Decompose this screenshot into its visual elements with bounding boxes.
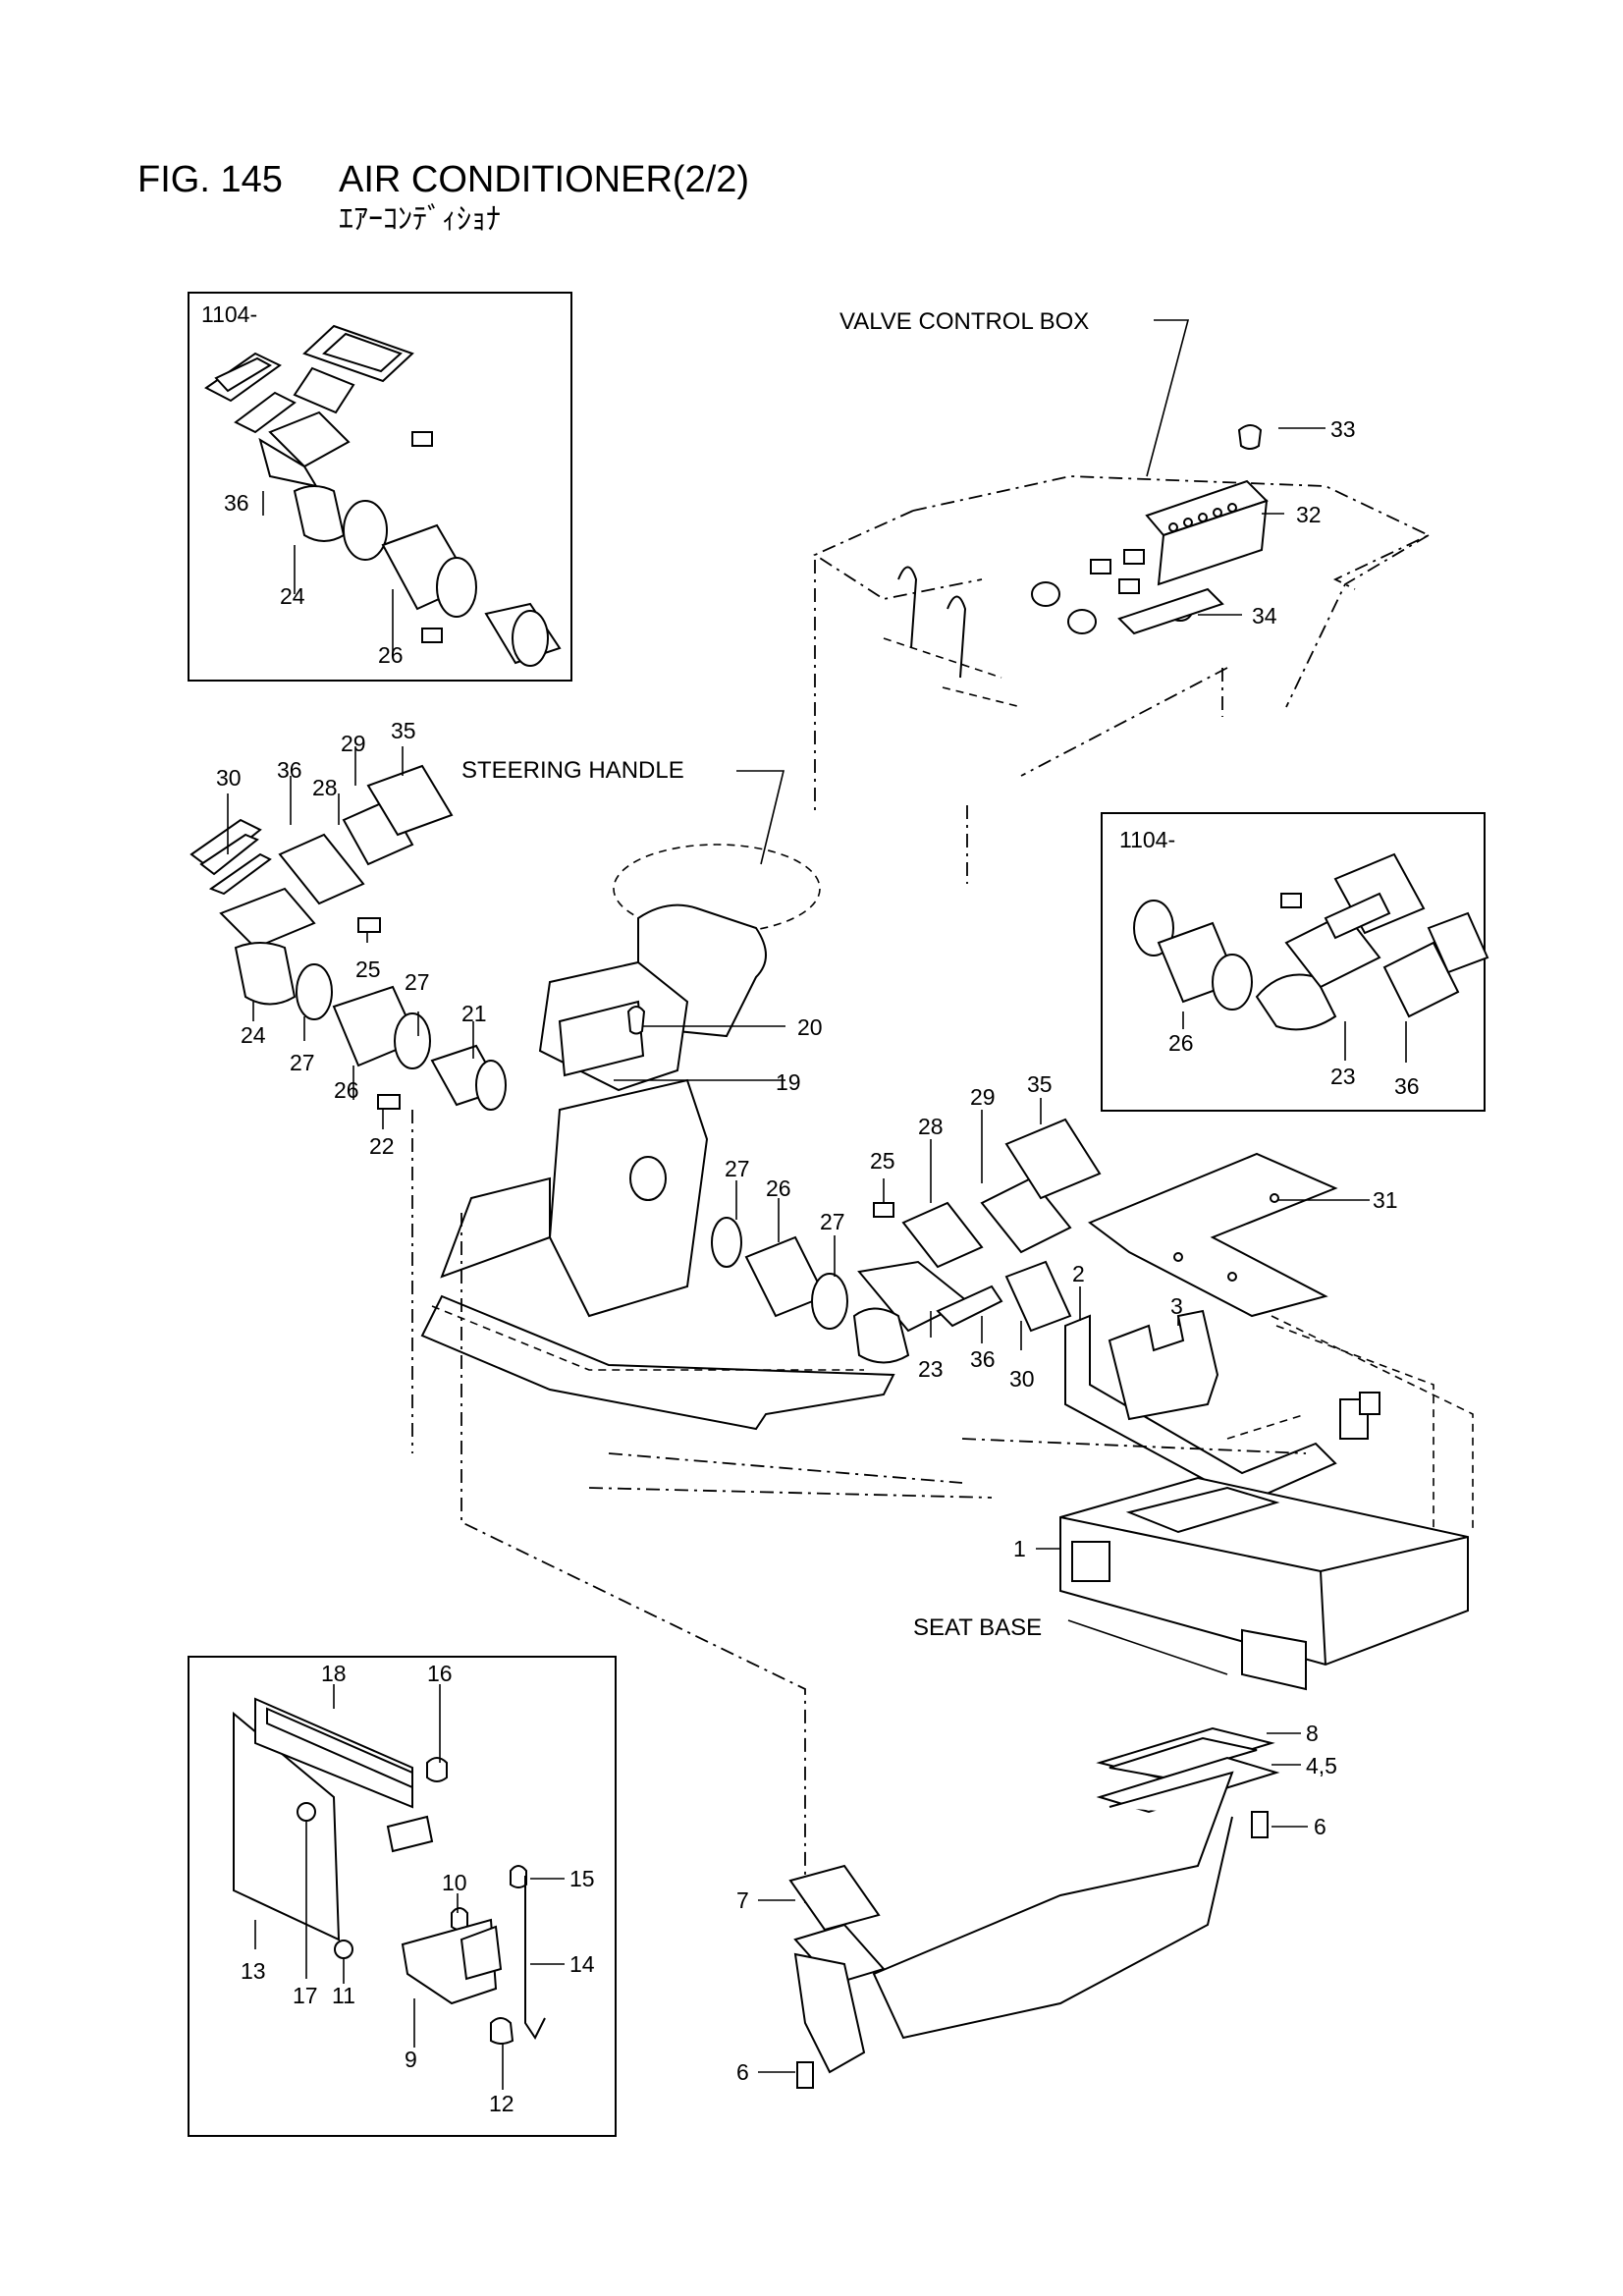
valve-control-box-assembly: VALVE CONTROL BOX 33 32 34 [813, 308, 1432, 884]
callout-25: 25 [355, 957, 381, 982]
inset-callout-9: 9 [405, 2047, 417, 2072]
callout-32: 32 [1296, 502, 1322, 527]
inset-serial-label: 1104- [1119, 827, 1175, 852]
callout-35: 35 [391, 718, 416, 743]
callout-34: 34 [1252, 603, 1277, 629]
callout-36: 36 [277, 757, 302, 783]
inset-callout-14: 14 [569, 1951, 595, 1977]
inset-box-middle-right: 1104- 26 23 36 [1101, 812, 1489, 1112]
callout-24: 24 [241, 1022, 266, 1048]
callout-22: 22 [369, 1133, 395, 1159]
callout-31: 31 [1373, 1187, 1398, 1213]
inset-callout-36: 36 [224, 490, 249, 516]
left-duct-group: 30 36 28 29 35 25 24 27 27 21 26 22 [189, 718, 507, 1159]
seat-base-label: SEAT BASE [913, 1614, 1042, 1641]
steering-handle-label: STEERING HANDLE [461, 757, 684, 784]
callout-27: 27 [820, 1209, 845, 1234]
inset-callout-17: 17 [293, 1983, 318, 2008]
inset-serial-label: 1104- [201, 301, 257, 327]
callout-30: 30 [1009, 1366, 1035, 1392]
callout-36: 36 [970, 1346, 996, 1372]
callout-26: 26 [766, 1175, 791, 1201]
callout-6: 6 [736, 2059, 749, 2085]
callout-7: 7 [736, 1887, 749, 1913]
callout-29: 29 [970, 1084, 996, 1110]
callout-8: 8 [1306, 1721, 1319, 1746]
callout-28: 28 [918, 1114, 944, 1139]
lower-duct-assembly: 8 4,5 6 7 6 [736, 1721, 1337, 2089]
inset-callout-12: 12 [489, 2091, 514, 2116]
inset-callout-26: 26 [378, 642, 404, 668]
inset-callout-36: 36 [1394, 1073, 1420, 1099]
callout-33: 33 [1330, 416, 1356, 442]
figure-subtitle-jp: ｴｱｰｺﾝﾃﾞｨｼｮﾅ [339, 203, 501, 236]
callout-27: 27 [725, 1156, 750, 1181]
callout-30: 30 [216, 765, 242, 791]
seat-base-assembly: 31 2 3 1 SEAT BASE [588, 1152, 1474, 1691]
inset-box-top-left: 1104- 36 24 26 [188, 292, 572, 682]
callout-20: 20 [797, 1014, 823, 1040]
inset-callout-15: 15 [569, 1866, 595, 1891]
inset-callout-16: 16 [427, 1661, 453, 1686]
callout-1: 1 [1013, 1536, 1026, 1561]
steering-handle-assembly: STEERING HANDLE 20 19 [411, 757, 895, 1905]
callout-27: 27 [405, 969, 430, 995]
callout-29: 29 [341, 731, 366, 756]
inset-callout-26: 26 [1168, 1030, 1194, 1056]
callout-28: 28 [312, 775, 338, 800]
callout-26: 26 [334, 1077, 359, 1103]
callout-4-5: 4,5 [1306, 1753, 1337, 1778]
right-duct-group: 25 28 29 35 27 26 27 23 36 30 [711, 1071, 1102, 1392]
callout-23: 23 [918, 1356, 944, 1382]
callout-25: 25 [870, 1148, 895, 1174]
callout-19: 19 [776, 1069, 801, 1095]
inset-callout-18: 18 [321, 1661, 347, 1686]
inset-callout-24: 24 [280, 583, 305, 609]
inset-callout-23: 23 [1330, 1064, 1356, 1089]
inset-callout-11: 11 [332, 1983, 355, 2008]
valve-control-box-label: VALVE CONTROL BOX [839, 308, 1089, 335]
inset-callout-10: 10 [442, 1870, 467, 1895]
callout-6: 6 [1314, 1814, 1326, 1839]
inset-callout-13: 13 [241, 1958, 266, 1984]
callout-27: 27 [290, 1050, 315, 1075]
callout-2: 2 [1072, 1261, 1085, 1286]
inset-box-bottom-left: 18 16 10 15 14 13 17 11 9 12 [188, 1656, 617, 2137]
figure-number: FIG. 145 [137, 159, 283, 200]
figure-title: AIR CONDITIONER(2/2) [339, 159, 749, 200]
callout-35: 35 [1027, 1071, 1053, 1097]
callout-3: 3 [1170, 1293, 1183, 1319]
callout-21: 21 [461, 1001, 487, 1026]
